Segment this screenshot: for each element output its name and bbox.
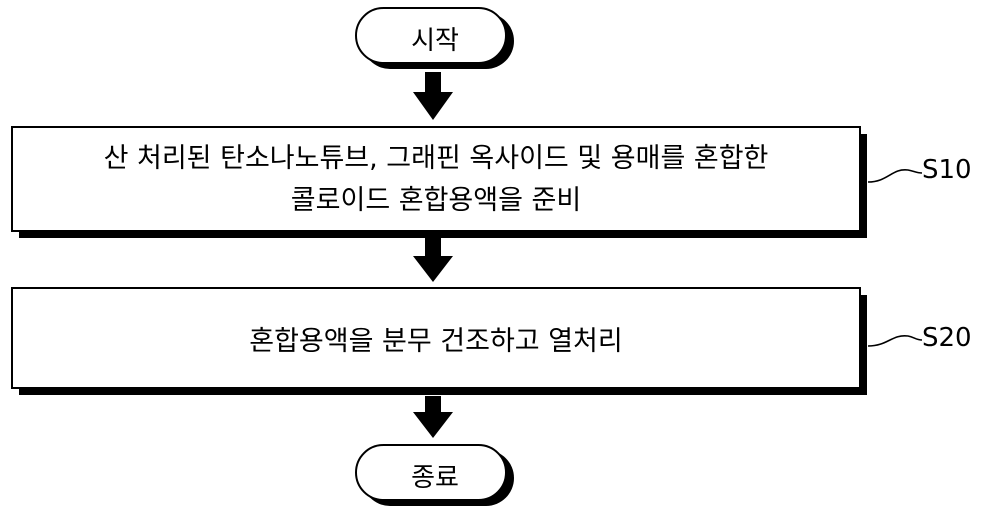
step-s10-text: 산 처리된 탄소나노튜브, 그래핀 옥사이드 및 용매를 혼합한 콜로이드 혼합… bbox=[12, 127, 860, 233]
start-label: 시작 bbox=[356, 8, 514, 68]
step-s20-text: 혼합용액을 분무 건조하고 열처리 bbox=[12, 288, 860, 388]
arrow-down-icon bbox=[413, 238, 453, 282]
arrow-down-icon bbox=[413, 72, 453, 120]
step-s10-leader-line bbox=[868, 170, 922, 182]
step-s20-tag: S20 bbox=[922, 323, 972, 353]
arrow-down-icon bbox=[413, 396, 453, 438]
step-s10-line-2: 콜로이드 혼합용액을 준비 bbox=[291, 180, 581, 222]
step-s20-line-1: 혼합용액을 분무 건조하고 열처리 bbox=[249, 319, 623, 358]
step-s10-tag: S10 bbox=[922, 155, 972, 185]
end-label: 종료 bbox=[356, 445, 514, 505]
step-s20-leader-line bbox=[868, 336, 922, 346]
step-s10-line-1: 산 처리된 탄소나노튜브, 그래핀 옥사이드 및 용매를 혼합한 bbox=[104, 138, 769, 180]
